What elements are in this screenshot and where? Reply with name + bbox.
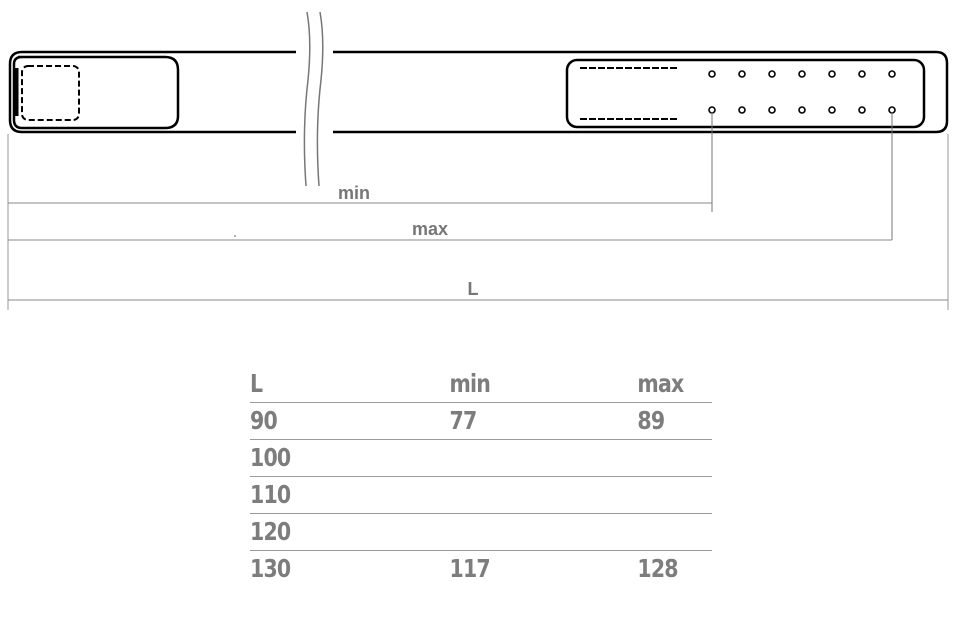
cell-min: 77 <box>420 402 552 440</box>
table-row: 120 <box>250 513 712 551</box>
belt-hole <box>768 106 776 114</box>
cell-length: 130 <box>250 554 291 583</box>
dim-label-length: L <box>468 279 479 299</box>
cell-length: 110 <box>250 476 390 514</box>
table-row: 130 117 128 <box>250 551 712 588</box>
belt-hole <box>798 70 806 78</box>
belt-holes <box>708 70 896 114</box>
belt-hole <box>738 106 746 114</box>
belt-hole <box>768 70 776 78</box>
cell-max <box>580 513 689 551</box>
table-header-row: L min max <box>250 366 712 403</box>
tip-panel <box>565 58 926 129</box>
header-max: max <box>580 366 689 403</box>
belt-body-right <box>333 50 949 134</box>
belt-body-left <box>8 50 296 134</box>
belt-hole <box>798 106 806 114</box>
buckle-stitching <box>21 65 80 121</box>
belt-hole <box>708 70 716 78</box>
break-mark-right <box>316 11 324 187</box>
belt-hole <box>828 70 836 78</box>
cell-min: 117 <box>449 554 491 583</box>
cell-max <box>580 476 689 514</box>
header-length: L <box>250 366 390 403</box>
cell-min <box>420 513 552 551</box>
cell-max: 89 <box>580 402 689 440</box>
cell-length: 90 <box>250 402 390 440</box>
cell-min <box>420 476 552 514</box>
belt-hole <box>888 70 896 78</box>
header-min: min <box>420 366 552 403</box>
belt-hole <box>858 106 866 114</box>
buckle-piece <box>12 55 180 130</box>
cell-min <box>420 439 552 477</box>
belt-hole <box>738 70 746 78</box>
belt-hole <box>858 70 866 78</box>
stray-dot <box>234 235 236 237</box>
cell-max: 128 <box>637 554 678 583</box>
cell-length: 120 <box>250 513 390 551</box>
table-row: 100 <box>250 439 712 477</box>
dim-label-min: min <box>338 183 370 203</box>
table-row: 90 77 89 <box>250 402 712 440</box>
belt-hole <box>828 106 836 114</box>
break-mark-left <box>303 11 311 187</box>
table-row: 110 <box>250 476 712 514</box>
size-table: L min max 90 77 89 100 110 120 130 117 <box>250 366 712 587</box>
dim-label-max: max <box>412 219 448 239</box>
cell-length: 100 <box>250 439 390 477</box>
cell-max <box>580 439 689 477</box>
